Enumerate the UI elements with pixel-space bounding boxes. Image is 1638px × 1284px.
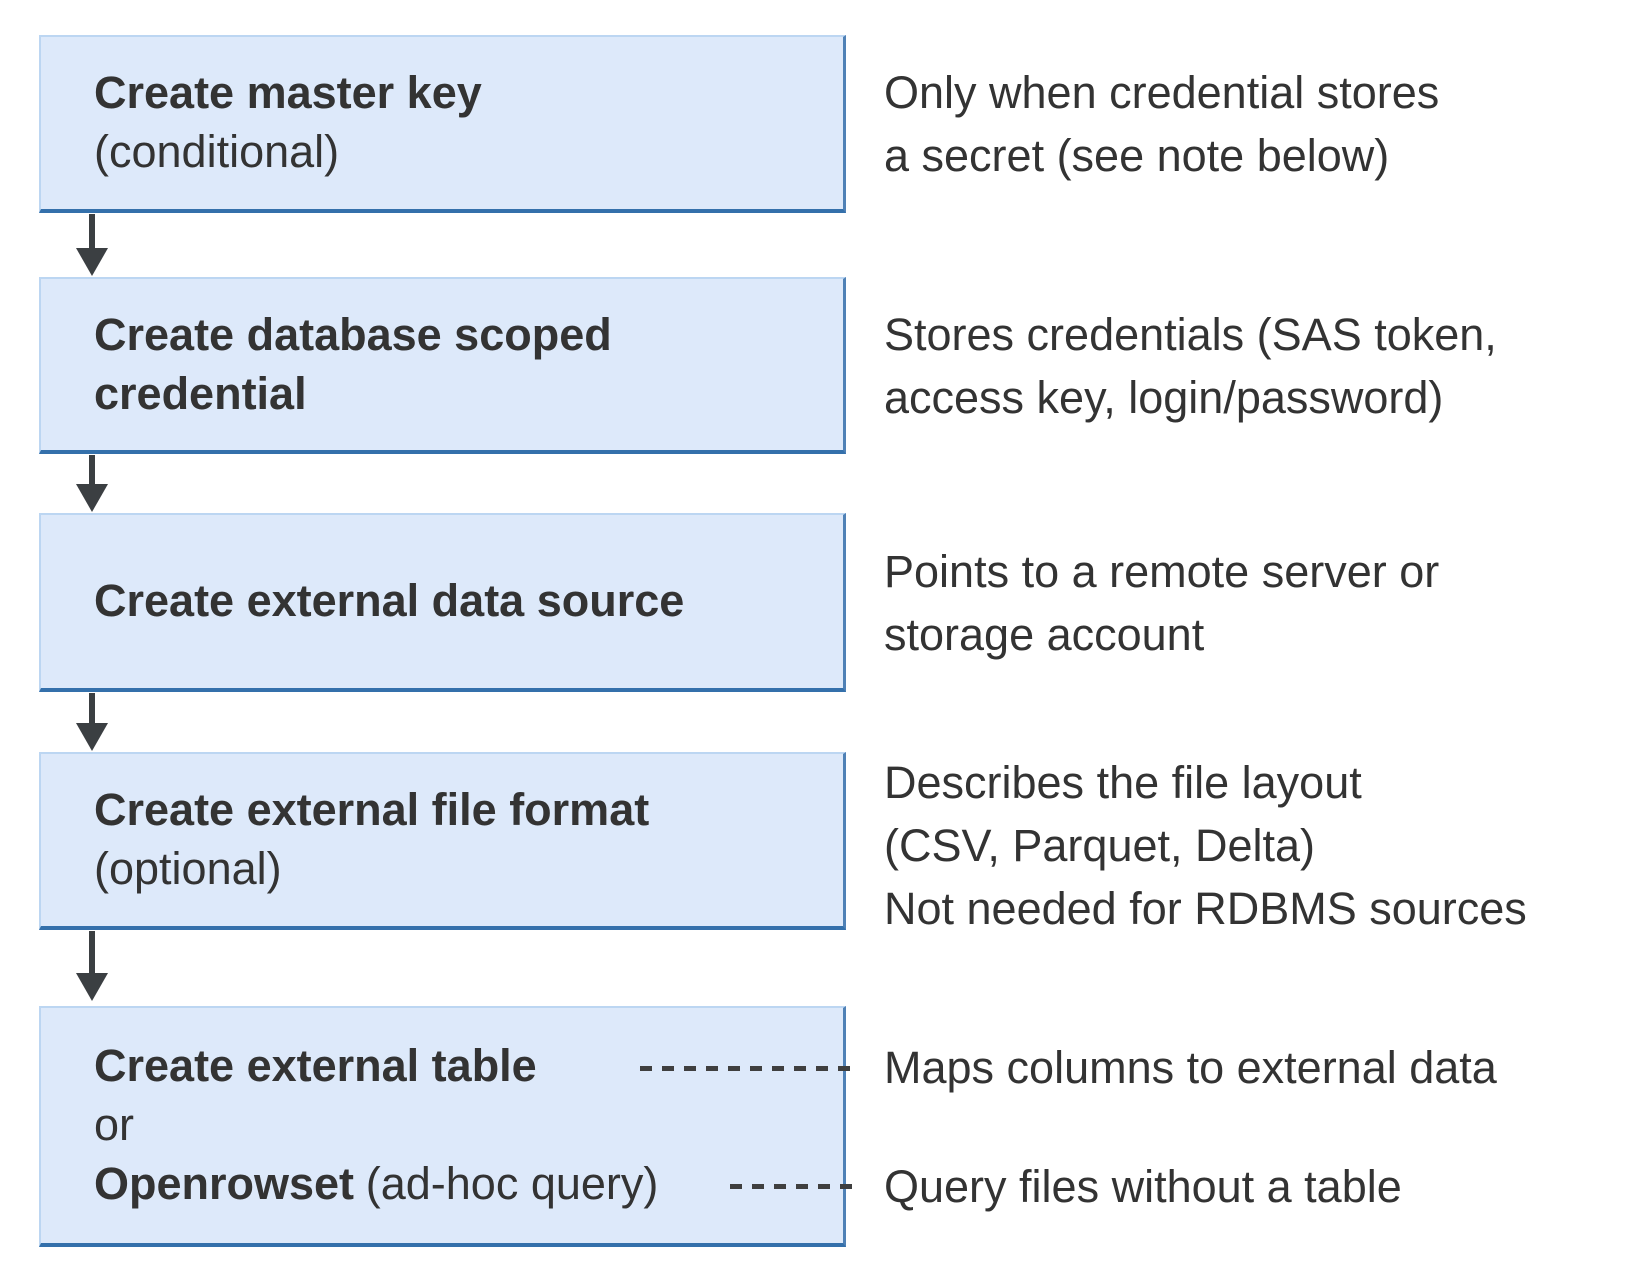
box-openrowset-note: (ad-hoc query): [365, 1157, 659, 1209]
arrow-shaft: [89, 931, 95, 981]
note-line: Only when credential stores: [884, 67, 1440, 118]
note-line: Points to a remote server or: [884, 546, 1440, 597]
flow-box-create-external-file-format: Create external file format (optional): [39, 752, 846, 930]
note-line: access key, login/password): [884, 372, 1444, 423]
box-title: Create external file format: [94, 784, 650, 836]
dashed-connector-external-table: [640, 1066, 860, 1071]
box-subtitle: (optional): [94, 843, 282, 894]
note-external-table: Maps columns to external data: [884, 1036, 1497, 1099]
note-line: Not needed for RDBMS sources: [884, 883, 1527, 934]
note-line: a secret (see note below): [884, 130, 1390, 181]
note-master-key: Only when credential stores a secret (se…: [884, 61, 1439, 187]
arrow-head: [76, 484, 108, 512]
arrow-down-icon: [76, 214, 108, 276]
arrow-head: [76, 973, 108, 1001]
note-line: Describes the file layout: [884, 757, 1362, 808]
arrow-down-icon: [76, 931, 108, 1001]
box-or-text: or: [94, 1099, 135, 1151]
note-line: Maps columns to external data: [884, 1042, 1497, 1093]
note-line: Query files without a table: [884, 1161, 1402, 1212]
flow-box-create-external-table-or-openrowset: Create external table or Openrowset(ad-h…: [39, 1006, 846, 1247]
box-title: Create database scoped credential: [94, 308, 612, 419]
box-openrowset-line: Openrowset(ad-hoc query): [94, 1155, 843, 1214]
flow-box-create-database-scoped-credential: Create database scoped credential: [39, 277, 846, 454]
arrow-down-icon: [76, 693, 108, 751]
arrow-head: [76, 723, 108, 751]
note-data-source: Points to a remote server or storage acc…: [884, 540, 1439, 666]
box-openrowset-bold: Openrowset: [94, 1157, 355, 1209]
flow-box-create-master-key: Create master key (conditional): [39, 35, 846, 213]
arrow-shaft: [89, 214, 95, 256]
flow-box-create-external-data-source: Create external data source: [39, 513, 846, 692]
arrow-down-icon: [76, 455, 108, 512]
note-file-format: Describes the file layout (CSV, Parquet,…: [884, 751, 1527, 940]
note-line: Stores credentials (SAS token,: [884, 309, 1497, 360]
note-openrowset: Query files without a table: [884, 1155, 1402, 1218]
box-title: Create external data source: [94, 575, 685, 627]
arrow-shaft: [89, 693, 95, 731]
arrow-shaft: [89, 455, 95, 492]
box-subtitle: (conditional): [94, 126, 340, 177]
box-title: Create external table: [94, 1040, 537, 1092]
note-line: (CSV, Parquet, Delta): [884, 820, 1316, 871]
box-title: Create master key: [94, 67, 482, 119]
dashed-connector-openrowset: [730, 1184, 860, 1189]
arrow-head: [76, 248, 108, 276]
note-scoped-credential: Stores credentials (SAS token, access ke…: [884, 303, 1497, 429]
note-line: storage account: [884, 609, 1205, 660]
